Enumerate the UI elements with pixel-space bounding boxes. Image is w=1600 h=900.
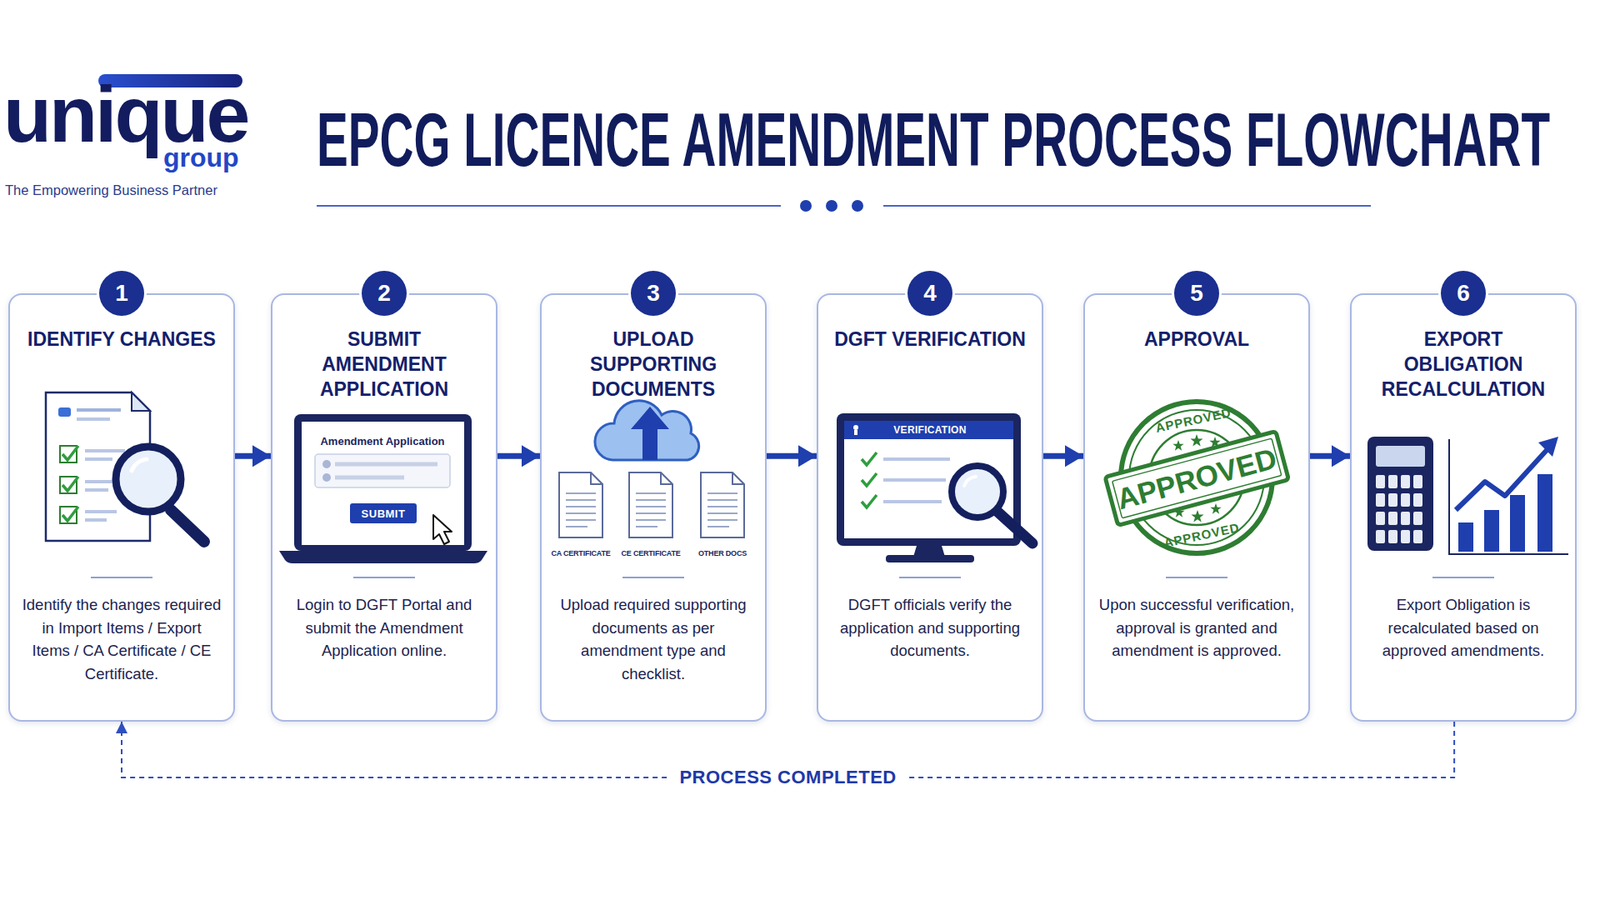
step-heading: SUBMIT AMENDMENT APPLICATION [288,326,480,402]
step-description: Upload required supporting documents as … [553,593,754,685]
flow-arrow [235,453,271,460]
step-card: 1IDENTIFY CHANGESIdentify the changes re… [8,293,235,722]
screen-heading: Amendment Application [320,435,445,447]
title-dot [825,200,838,212]
step-description: DGFT officials verify the application an… [830,593,1030,663]
step-description: Export Obligation is recalculated based … [1363,593,1564,663]
step-heading: UPLOAD SUPPORTING DOCUMENTS [557,326,750,402]
document-caption: CE CERTIFICATE [620,550,680,558]
card-divider [1432,576,1495,579]
logo-tagline: The Empowering Business Partner [5,183,218,198]
title-dot [800,200,812,212]
screen-header-text: VERIFICATION [893,425,966,435]
edge-label: PROCESS COMPLETED [667,766,908,789]
step-heading: APPROVAL [1100,326,1293,352]
card-divider [622,576,685,579]
step-heading: IDENTIFY CHANGES [25,326,218,352]
step-number: 5 [1174,270,1220,316]
button-text: SUBMIT [361,508,406,520]
step-card: 5APPROVALUpon successful verification, a… [1083,293,1310,722]
step-card: 4DGFT VERIFICATIONDGFT officials verify … [816,293,1044,722]
step-description: Login to DGFT Portal and submit the Amen… [284,593,485,663]
card-divider [899,576,961,579]
card-divider [353,576,415,579]
logo-subword: group [163,144,240,171]
step-card: 6EXPORT OBLIGATION RECALCULATIONExport O… [1350,293,1577,722]
title-rule [883,205,1371,207]
step-description: Upon successful verification, approval i… [1096,593,1297,663]
flow-arrow [766,453,817,460]
step-number: 3 [630,270,676,316]
step-number: 2 [361,270,407,316]
title-rule [316,205,781,207]
step-description: Identify the changes required in Import … [21,593,222,685]
card-divider [90,576,153,579]
card-divider [1165,576,1228,579]
logo-word: unique [3,75,248,155]
step-number: 4 [907,270,953,316]
step-card: 3UPLOAD SUPPORTING DOCUMENTSUpload requi… [540,293,767,722]
step-number: 1 [99,270,145,316]
flow-arrow [497,453,540,460]
step-number: 6 [1440,270,1486,316]
step-heading: DGFT VERIFICATION [834,326,1026,352]
step-heading: EXPORT OBLIGATION RECALCULATION [1367,326,1560,402]
flow-arrow [1310,453,1350,460]
title-dot [851,200,864,212]
document-caption: CA CERTIFICATE [550,550,610,558]
flow-arrow [1043,453,1084,460]
page-title: EPCG LICENCE AMENDMENT PROCESS FLOWCHART [316,102,1550,178]
document-caption: OTHER DOCS [698,550,747,558]
